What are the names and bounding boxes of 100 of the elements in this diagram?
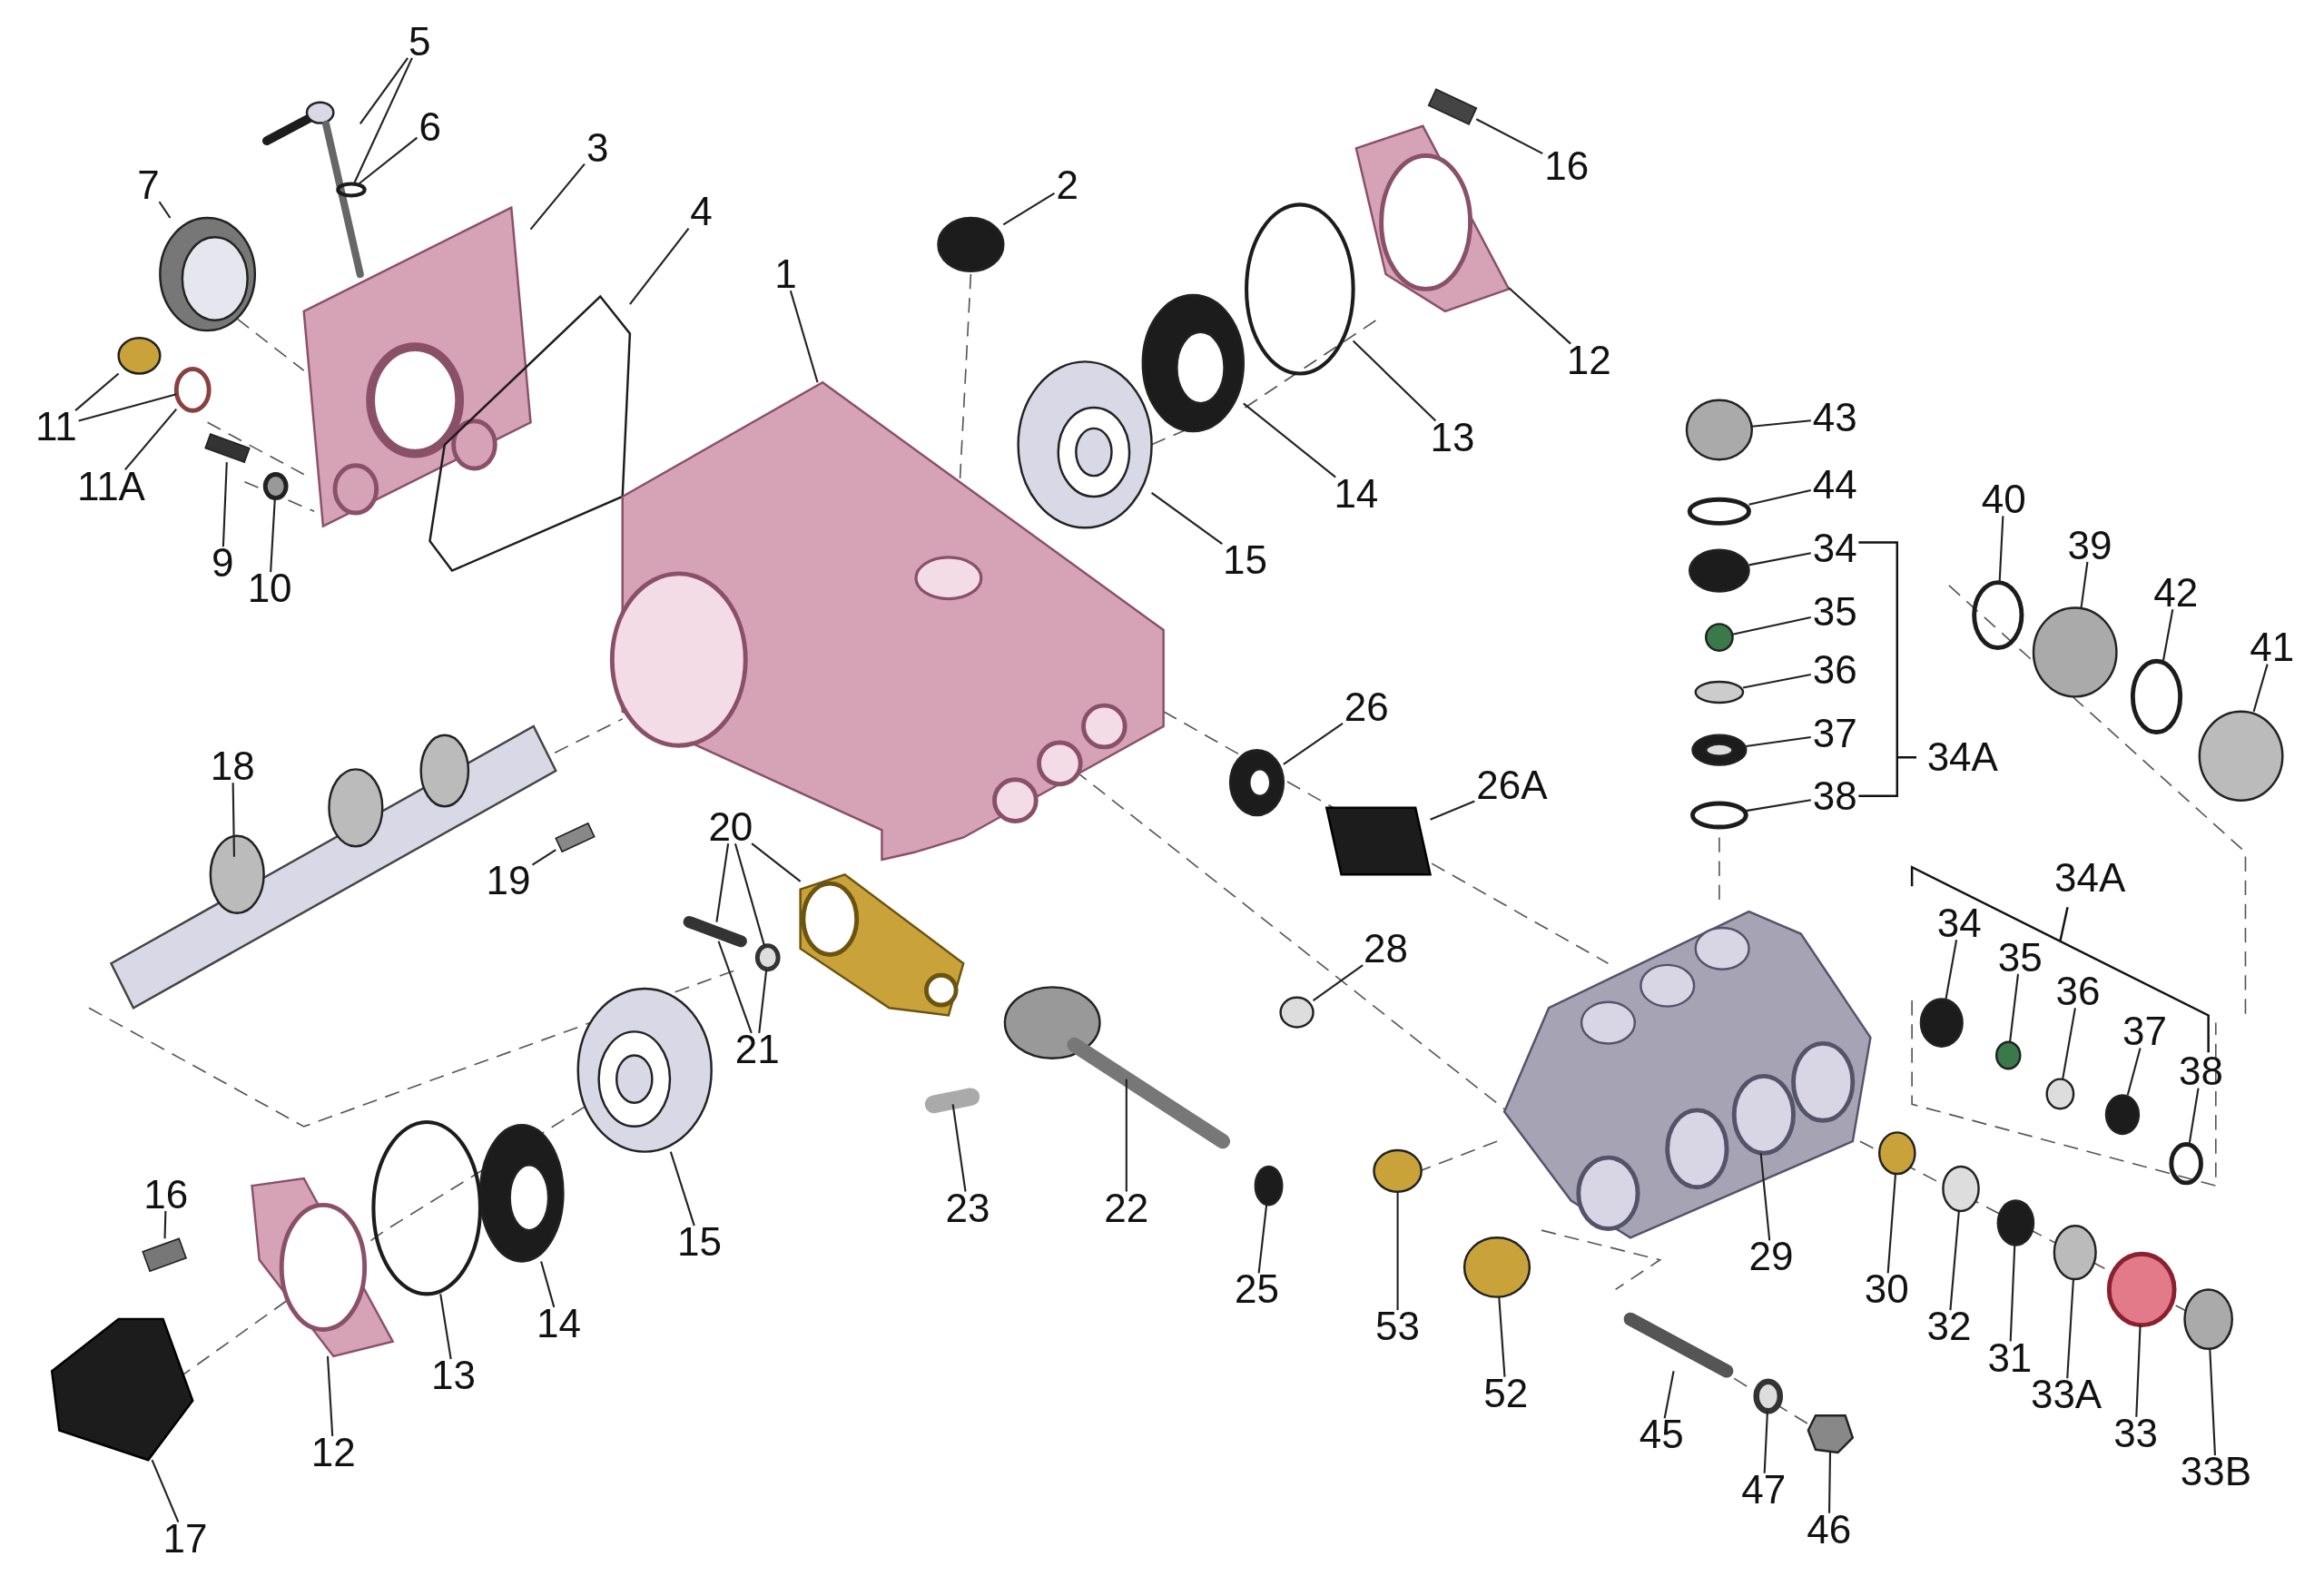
- leader-line: [74, 372, 120, 411]
- leader-line: [758, 969, 768, 1033]
- leader-line: [1475, 118, 1543, 155]
- gasket-drawing: [428, 294, 632, 573]
- callout-number: 33B: [2178, 1451, 2254, 1493]
- leader-line: [1759, 1153, 1771, 1241]
- callout-number: 26: [1342, 685, 1391, 728]
- o-ring-drawing: [1687, 497, 1751, 526]
- callout-number: 45: [1637, 1414, 1686, 1456]
- leader-line: [1748, 488, 1811, 506]
- cover-drawing: [302, 205, 532, 528]
- washer-drawing: [1753, 1378, 1784, 1414]
- leader-line: [669, 1151, 695, 1226]
- callout-number: 52: [1482, 1372, 1531, 1414]
- callout-number: 41: [2248, 626, 2297, 669]
- spring-drawing: [1994, 1040, 2022, 1070]
- leader-line: [163, 1211, 167, 1239]
- leader-line: [2009, 1245, 2016, 1342]
- callout-number: 47: [1739, 1468, 1788, 1511]
- ring-drawing: [2053, 1225, 2097, 1281]
- leader-line: [2188, 1088, 2200, 1145]
- leader-line: [1886, 1174, 1897, 1274]
- callout-number: 26A: [1474, 764, 1550, 807]
- seal-drawing: [1228, 748, 1285, 817]
- spring-drawing: [1704, 623, 1734, 652]
- leader-line: [1125, 1079, 1128, 1192]
- leader-line: [222, 462, 228, 547]
- callout-number: 32: [1925, 1305, 1974, 1348]
- leader-line: [540, 1261, 556, 1308]
- leader-line: [1150, 492, 1223, 545]
- leader-line: [1732, 616, 1811, 635]
- disc-drawing: [2045, 1078, 2075, 1110]
- leader-line: [2252, 664, 2269, 712]
- leader-line: [715, 843, 730, 922]
- ring-drawing: [1942, 1165, 1980, 1213]
- leader-line: [629, 227, 690, 305]
- callout-number: 15: [675, 1221, 724, 1264]
- seal-drawing: [1691, 734, 1748, 766]
- crankcase-drawing: [609, 380, 1165, 862]
- leader-line: [2126, 1048, 2142, 1096]
- callout-number: 46: [1805, 1508, 1854, 1551]
- seal-drawing: [1141, 293, 1246, 433]
- leader-line: [158, 201, 172, 219]
- connecting-rod-drawing: [799, 872, 965, 1017]
- leader-line: [1283, 723, 1344, 765]
- leader-line: [1742, 674, 1811, 689]
- leader-line: [1312, 964, 1364, 1002]
- plug-drawing: [1373, 1148, 1423, 1193]
- o-ring-drawing: [1245, 202, 1355, 376]
- leader-line: [78, 393, 177, 422]
- leader-line: [359, 57, 409, 124]
- leader-line: [529, 163, 586, 231]
- nut-drawing: [1807, 1414, 1855, 1454]
- callout-number: 36: [1810, 648, 1859, 691]
- stud-drawing: [1623, 1312, 1734, 1378]
- seal-drawing: [2104, 1094, 2141, 1136]
- leader-line: [1998, 516, 2004, 583]
- ring-drawing: [1877, 1131, 1916, 1176]
- o-ring-drawing: [371, 1119, 482, 1296]
- leader-line: [1746, 799, 1811, 813]
- washer-drawing: [1254, 1165, 1284, 1207]
- o-ring-drawing: [1972, 580, 2024, 650]
- callout-number: 20: [706, 806, 755, 848]
- disc-drawing: [1694, 680, 1745, 704]
- callout-number: 42: [2152, 572, 2201, 615]
- leader-line: [1243, 402, 1336, 478]
- callout-number: 11A: [74, 465, 147, 507]
- callout-number: 38: [1810, 774, 1859, 817]
- leader-line: [1827, 1453, 1832, 1513]
- valve-drawing: [1689, 548, 1750, 593]
- callout-number: 37: [1810, 713, 1859, 755]
- o-ring-drawing: [173, 367, 212, 413]
- callout-number: 34: [1810, 527, 1859, 570]
- spring-drawing: [2106, 1251, 2177, 1328]
- callout-number: 14: [535, 1302, 583, 1345]
- leader-line: [1748, 552, 1811, 566]
- callout-number: 13: [429, 1355, 478, 1397]
- callout-number: 5: [407, 20, 433, 63]
- o-ring-drawing: [2169, 1142, 2203, 1186]
- callout-number: 37: [2120, 1010, 2169, 1053]
- plug-drawing: [937, 216, 1005, 273]
- leader-line: [1352, 340, 1437, 422]
- washer-drawing: [754, 943, 781, 972]
- bushing-drawing: [1279, 996, 1315, 1029]
- valve-drawing: [1919, 998, 1964, 1048]
- crankshaft-drawing: [109, 724, 557, 1010]
- dipstick-drawing: [262, 101, 364, 279]
- leader-line: [1751, 419, 1811, 428]
- flange-drawing: [251, 1177, 395, 1358]
- callout-number: 12: [309, 1432, 358, 1473]
- callout-number: 18: [208, 745, 257, 788]
- callout-number: 17: [161, 1517, 210, 1560]
- seal-drawing: [478, 1124, 565, 1263]
- leader-line: [1663, 1371, 1675, 1419]
- leader-line: [2135, 1325, 2142, 1417]
- leader-line: [1508, 287, 1571, 345]
- callout-number: 13: [1428, 416, 1477, 458]
- flange-drawing: [1354, 124, 1511, 313]
- callout-number: 25: [1233, 1268, 1281, 1311]
- callout-number: 40: [1979, 478, 2028, 521]
